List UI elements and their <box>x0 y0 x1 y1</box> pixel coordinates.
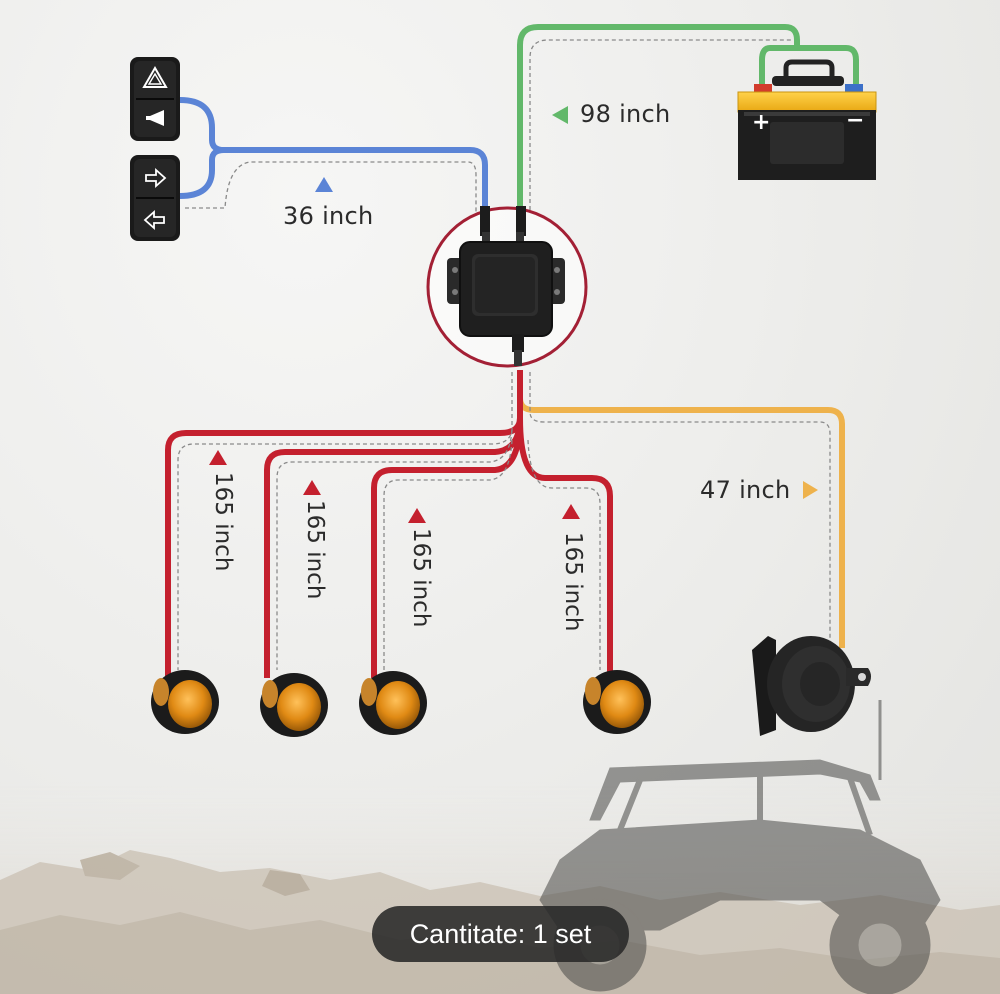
battery-wire <box>517 24 859 212</box>
light-cable-2-length: 165 inch <box>302 500 328 600</box>
amber-light-1 <box>151 670 219 734</box>
light-cable-3-arrow-icon <box>408 508 426 523</box>
light-wires <box>165 370 613 678</box>
light-wire-measure-lines <box>177 372 601 670</box>
battery-negative-label: − <box>846 108 865 133</box>
left-arrow-icon <box>143 209 165 231</box>
horn <box>752 636 871 736</box>
rocker-switch-horn-hazard <box>130 57 180 141</box>
battery <box>737 59 877 180</box>
horn-icon <box>146 110 164 126</box>
switch-cable-length: 36 inch <box>283 202 374 230</box>
amber-light-2 <box>260 673 328 737</box>
switch-cable-arrow-icon <box>315 177 333 192</box>
quantity-badge[interactable]: Cantitate: 1 set <box>372 906 629 962</box>
light-cable-1-length: 165 inch <box>210 472 236 572</box>
battery-cable-arrow-icon <box>552 106 568 124</box>
light-cable-2-arrow-icon <box>303 480 321 495</box>
light-cable-3-length: 165 inch <box>408 528 434 628</box>
rocker-switch-turn-signal <box>130 155 180 241</box>
horn-cable-arrow-icon <box>803 481 818 499</box>
light-cable-4-arrow-icon <box>562 504 580 519</box>
amber-light-3 <box>359 671 427 735</box>
right-arrow-icon <box>145 167 167 189</box>
battery-cable-length: 98 inch <box>580 100 671 128</box>
light-cable-1-arrow-icon <box>209 450 227 465</box>
amber-light-4 <box>583 670 651 734</box>
light-cable-4-length: 165 inch <box>560 532 586 632</box>
hazard-triangle-icon <box>142 66 168 88</box>
battery-positive-label: + <box>752 110 771 135</box>
switch-wire <box>179 97 488 212</box>
control-module <box>426 206 588 368</box>
horn-cable-length: 47 inch <box>700 476 791 504</box>
